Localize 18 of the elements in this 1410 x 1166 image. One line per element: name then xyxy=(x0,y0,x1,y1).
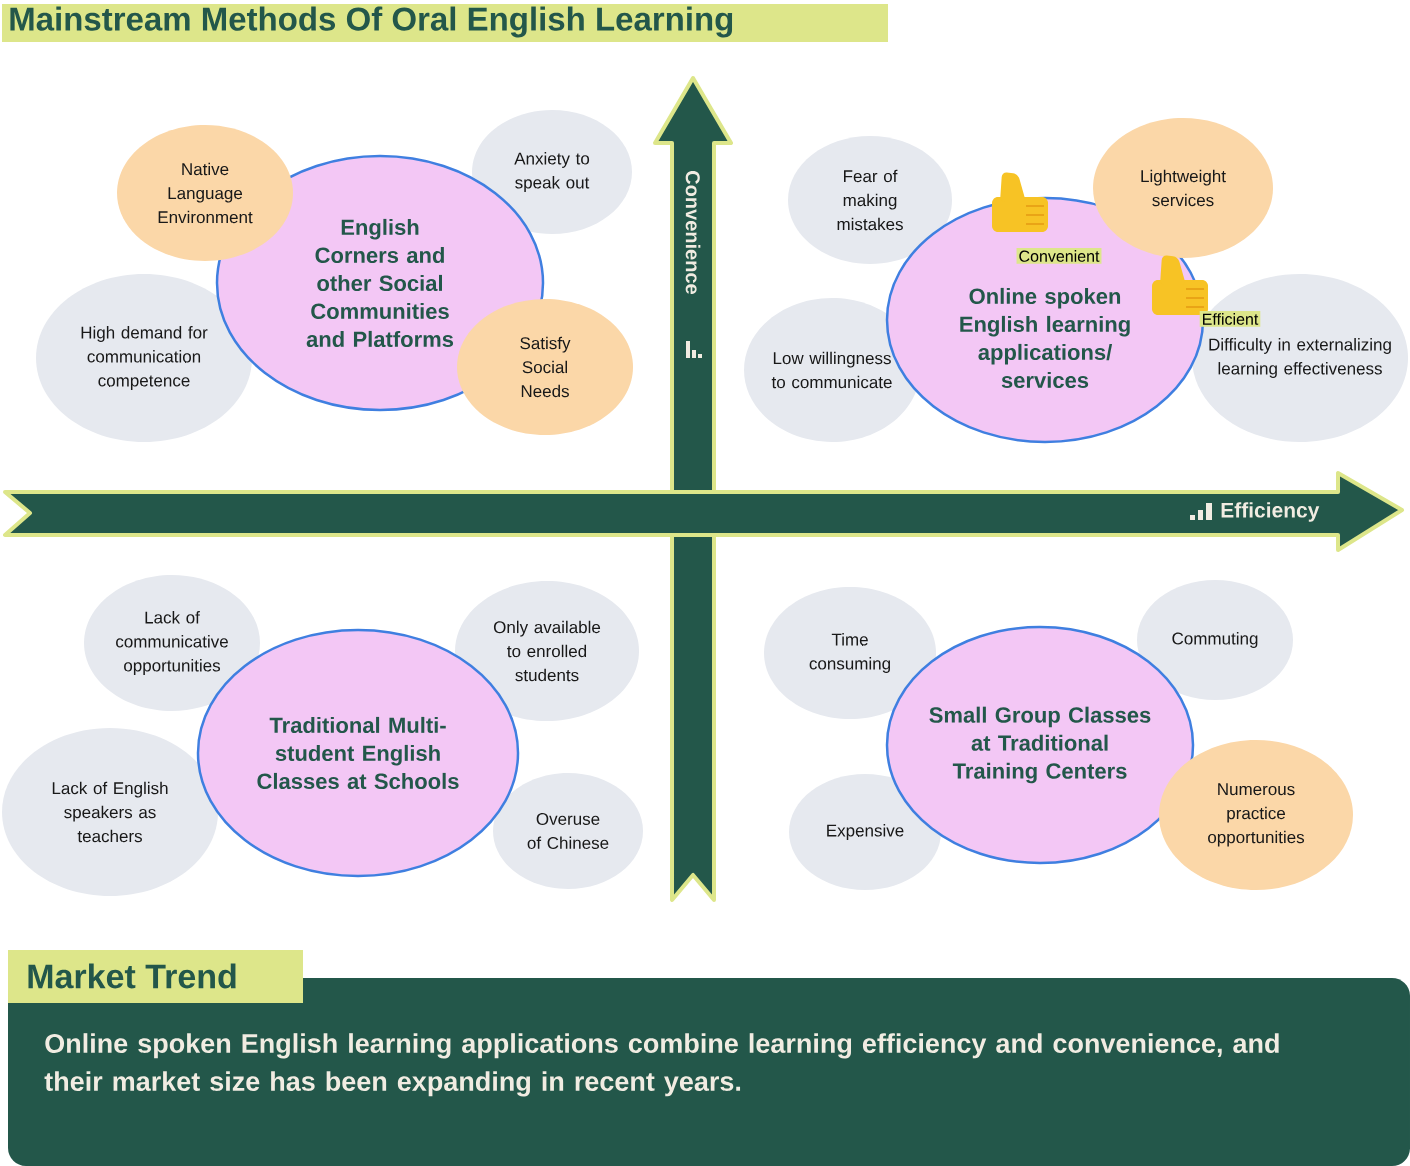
bubble: Native Language Environment xyxy=(117,125,293,261)
axis-label: Efficiency xyxy=(1221,502,1320,522)
bubble: Lack of English speakers as teachers xyxy=(2,728,218,896)
bubble: Numerous practice opportunities xyxy=(1159,740,1353,890)
bubble: Overuse of Chinese xyxy=(493,773,643,889)
bubble: Anxiety to speak out xyxy=(472,110,632,234)
tag: Efficient xyxy=(1199,311,1261,327)
axis-label: Convenience xyxy=(685,171,701,294)
bubble: Only available to enrolled students xyxy=(455,581,639,721)
title: Mainstream Methods Of Oral English Learning xyxy=(2,4,888,42)
bubble: Fear of making mistakes xyxy=(788,136,952,264)
trend-panel: Market Trend Online spoken English learning applications combine learning efficiency and convenience, and their market size has been expanding in recent years. xyxy=(8,950,1410,1166)
bubble: Satisfy Social Needs xyxy=(457,299,633,435)
tag: Convenient xyxy=(1016,248,1102,264)
bubble: Commuting xyxy=(1137,580,1293,700)
bubble: High demand for communication competence xyxy=(36,274,252,442)
bubble: Lack of communicative opportunities xyxy=(84,575,260,711)
bubble: Expensive xyxy=(789,774,941,890)
